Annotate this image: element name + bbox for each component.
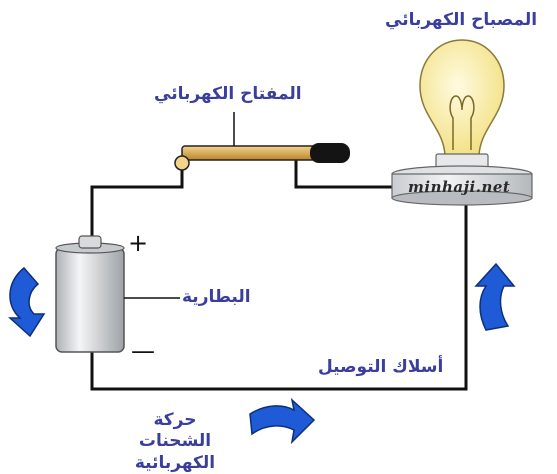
watermark: minhaji.net (408, 178, 511, 196)
battery-label: البطارية (182, 287, 251, 307)
switch (174, 112, 350, 171)
bulb-filament (449, 95, 475, 150)
curved-arrow-down-icon (8, 266, 46, 338)
switch-pivot (174, 155, 190, 171)
negative-terminal-sign: — (131, 337, 155, 365)
bulb-glass (419, 39, 505, 157)
switch-handle (310, 143, 350, 163)
lamp (391, 39, 533, 206)
switch-lever (181, 145, 323, 161)
curved-arrow-up-icon (474, 262, 516, 331)
battery (55, 235, 180, 353)
switch-label: المفتاح الكهربائي (154, 84, 302, 104)
wire-switch-to-lamp (294, 160, 400, 189)
battery-terminal (78, 235, 102, 249)
wire-left (90, 160, 184, 250)
positive-terminal-sign: + (128, 229, 149, 257)
charge-flow-label: حركة الشحنات الكهربائية (134, 410, 216, 473)
curved-arrow-right-icon (249, 397, 316, 445)
connecting-wires (90, 160, 468, 391)
wire-right-bottom (90, 196, 468, 391)
wires-label: أسلاك التوصيل (318, 357, 444, 377)
lamp-label: المصباح الكهربائي (385, 10, 538, 30)
